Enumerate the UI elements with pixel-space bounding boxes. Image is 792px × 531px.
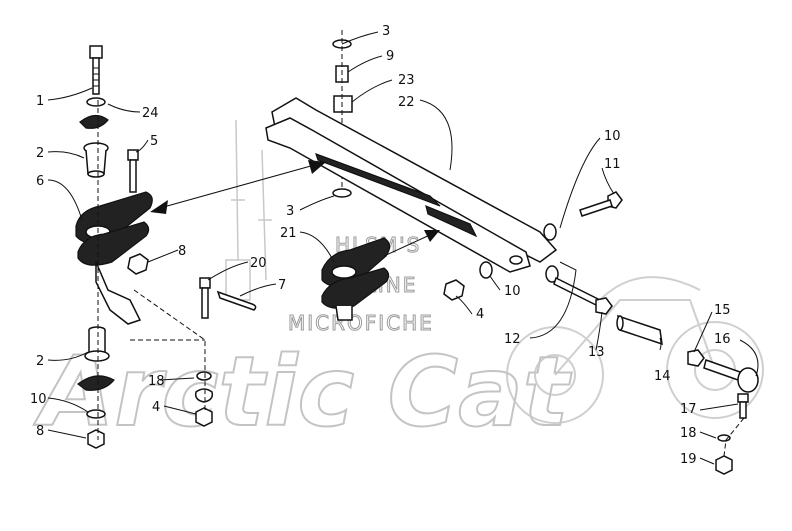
callout-13: 13: [588, 345, 605, 360]
callout-20: 20: [250, 256, 267, 271]
callout-7: 7: [278, 278, 286, 293]
callout-10-right: 10: [604, 129, 621, 144]
bolt-17: [737, 393, 749, 419]
nut-19: [715, 455, 733, 475]
watermark-brand: Arctic Cat: [33, 336, 572, 448]
assembly-line-left: [97, 100, 206, 440]
plate: [79, 114, 109, 129]
spacer-23: [333, 95, 353, 113]
watermark-motorcycle-icon: [506, 276, 764, 424]
callout-15: 15: [714, 303, 731, 318]
nut-8-lower: [87, 429, 105, 449]
callout-3-top: 3: [382, 24, 390, 39]
bolt-12: [545, 265, 601, 308]
callout-labels: 1 24 2 5 6 8 20 7 2 18 10 4 8 3 9 23 22 …: [30, 24, 731, 467]
callout-8-lower: 8: [36, 424, 44, 439]
left-mount-assembly: [75, 45, 257, 449]
callout-24: 24: [142, 106, 159, 121]
watermark: Arctic Cat HLSM'S ONLINE MICROFICHE: [32, 119, 764, 449]
callout-3-lower: 3: [286, 204, 294, 219]
callout-19: 19: [680, 452, 697, 467]
washer-3-lower: [332, 188, 352, 198]
callout-21: 21: [280, 226, 297, 241]
callout-5: 5: [150, 134, 158, 149]
callout-4-center: 4: [476, 307, 484, 322]
assembly-line-right: [723, 417, 745, 457]
tie-rod-end-16: [703, 359, 759, 393]
callout-11: 11: [604, 157, 621, 172]
callout-9: 9: [386, 49, 394, 64]
watermark-spire-icon: [225, 119, 272, 301]
callout-6: 6: [36, 174, 44, 189]
callout-2-upper: 2: [36, 146, 44, 161]
nut-4-center: [443, 279, 465, 301]
bolt-11: [579, 191, 623, 217]
bolt-5: [127, 149, 139, 193]
callout-22: 22: [398, 95, 415, 110]
nut-13: [595, 297, 613, 315]
callout-8-upper: 8: [178, 244, 186, 259]
callout-1: 1: [36, 94, 44, 109]
callout-10-center: 10: [504, 284, 521, 299]
bolt-20: [199, 277, 211, 319]
callout-12: 12: [504, 332, 521, 347]
callout-10-left: 10: [30, 392, 47, 407]
spacer-2-lower: [84, 326, 110, 362]
right-hardware: [443, 191, 759, 475]
watermark-line-3: MICROFICHE: [288, 311, 434, 335]
callout-23: 23: [398, 73, 415, 88]
callout-17: 17: [680, 402, 697, 417]
washer-18-dashed: [194, 388, 214, 403]
nut-8-side: [127, 253, 149, 275]
washer-10-center: [479, 261, 493, 279]
bolt-1: [89, 45, 103, 95]
nut-15: [687, 349, 705, 367]
leader-lines: [47, 31, 759, 465]
callout-4-left: 4: [152, 400, 160, 415]
washer-10-right: [543, 223, 557, 241]
cotter-pin-7: [216, 290, 257, 311]
callout-16: 16: [714, 332, 731, 347]
spacer-2-upper: [83, 142, 109, 178]
callout-18-left: 18: [148, 374, 165, 389]
plate-lower: [77, 375, 115, 391]
double-arrow: [150, 160, 326, 214]
callout-2-lower: 2: [36, 354, 44, 369]
washer-10-left: [86, 409, 106, 419]
rail-22: [265, 97, 558, 273]
sleeve-14: [617, 314, 663, 346]
callout-14: 14: [654, 369, 671, 384]
washer-18-left: [196, 371, 212, 381]
nut-4-left: [195, 407, 213, 427]
bracket-21: [321, 230, 440, 321]
callout-18-right: 18: [680, 426, 697, 441]
washer-24: [86, 97, 106, 107]
